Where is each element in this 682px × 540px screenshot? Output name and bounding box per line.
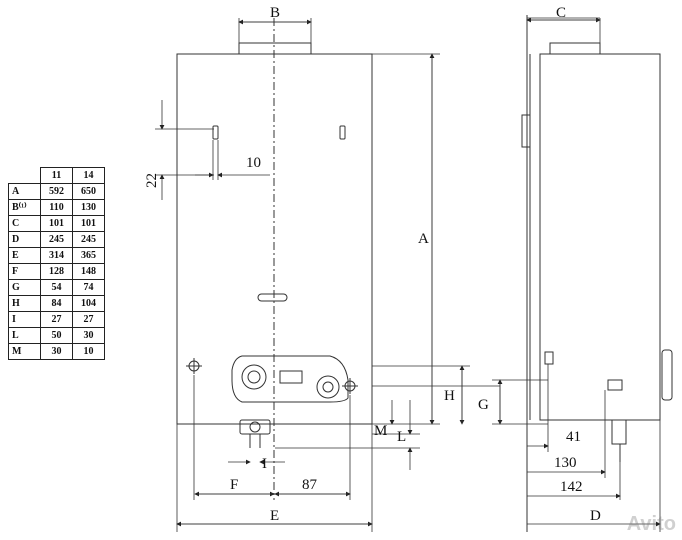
slot-left (212, 125, 219, 140)
table-cell-label: M (8, 343, 41, 360)
table-cell-v14: 10 (72, 343, 105, 360)
front-view (176, 18, 373, 500)
front-dimensions (155, 18, 500, 532)
table-cell-label: E (8, 247, 41, 264)
label-10: 10 (246, 155, 261, 171)
table-cell-label: I (8, 311, 41, 328)
table-cell-v14: 148 (72, 263, 105, 280)
table-header-corner (8, 167, 41, 184)
control-panel (231, 355, 349, 403)
table-cell-v14: 365 (72, 247, 105, 264)
side-view (521, 15, 673, 532)
table-cell-v11: 54 (40, 279, 73, 296)
table-cell-v14: 650 (72, 183, 105, 200)
knob-right (316, 375, 340, 399)
label-H: H (444, 388, 455, 404)
table-cell-v14: 27 (72, 311, 105, 328)
flue-collar (238, 42, 312, 55)
table-cell-label: D (8, 231, 41, 248)
table-cell-v14: 74 (72, 279, 105, 296)
table-cell-label: C (8, 215, 41, 232)
label-M: M (374, 423, 387, 439)
table-cell-v11: 128 (40, 263, 73, 280)
label-B: B (270, 5, 280, 21)
table-header-row: 11 14 (8, 167, 105, 184)
label-41: 41 (566, 429, 581, 445)
table-cell-v11: 50 (40, 327, 73, 344)
table-cell-v14: 104 (72, 295, 105, 312)
label-D: D (590, 508, 601, 524)
label-130: 130 (554, 455, 577, 471)
table-cell-label: G (8, 279, 41, 296)
label-C: C (556, 5, 566, 21)
table-cell-v14: 245 (72, 231, 105, 248)
watermark: Avito (626, 513, 676, 535)
table-cell-v11: 314 (40, 247, 73, 264)
table-cell-v14: 101 (72, 215, 105, 232)
side-knob (661, 349, 673, 401)
label-F: F (230, 477, 238, 493)
table-cell-v11: 110 (40, 199, 73, 216)
label-87: 87 (302, 477, 318, 493)
table-header-14: 14 (72, 167, 105, 184)
table-cell-label: L (8, 327, 41, 344)
label-A: A (418, 231, 429, 247)
table-cell-v11: 84 (40, 295, 73, 312)
side-flue (549, 42, 601, 55)
gas-connection (239, 419, 271, 435)
label-L: L (397, 429, 406, 445)
label-22: 22 (144, 173, 160, 188)
side-dimensions (492, 17, 661, 532)
table-cell-label: A (8, 183, 41, 200)
table-cell-v11: 592 (40, 183, 73, 200)
slot-right (339, 125, 346, 140)
display (279, 370, 303, 384)
table-cell-v11: 27 (40, 311, 73, 328)
table-cell-v14: 30 (72, 327, 105, 344)
table-cell-v11: 101 (40, 215, 73, 232)
table-cell-v11: 245 (40, 231, 73, 248)
side-fitting (611, 419, 627, 445)
label-E: E (270, 508, 279, 524)
window-slot (257, 293, 288, 302)
table-header-11: 11 (40, 167, 73, 184)
side-body (539, 53, 661, 421)
table-cell-v14: 130 (72, 199, 105, 216)
label-I: I (262, 456, 267, 472)
table-cell-v11: 30 (40, 343, 73, 360)
table-cell-label: B⁽¹⁾ (8, 199, 41, 216)
table-cell-label: F (8, 263, 41, 280)
label-142: 142 (560, 479, 583, 495)
knob-left (241, 364, 267, 390)
label-G: G (478, 397, 489, 413)
table-cell-label: H (8, 295, 41, 312)
